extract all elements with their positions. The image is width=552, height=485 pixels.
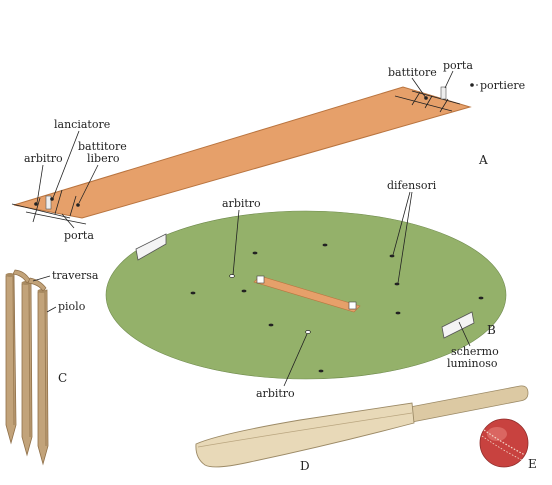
fielder-dot — [252, 251, 258, 255]
stump-shade — [28, 283, 31, 438]
leader-line — [397, 191, 413, 284]
bat-illustration — [195, 385, 529, 468]
fielder-dot — [389, 254, 395, 258]
panel-label-e: E — [528, 457, 537, 471]
field-illustration — [105, 191, 507, 387]
stump — [21, 281, 33, 457]
label-battitore-top: battitore — [388, 66, 437, 79]
field-wicket — [256, 275, 265, 284]
keeper-dot — [470, 83, 474, 87]
ball-seam — [481, 435, 523, 461]
label-porta-bottom: porta — [64, 229, 94, 242]
field-wicket — [348, 301, 357, 310]
bat-edge — [197, 412, 413, 448]
leader-line — [458, 321, 471, 347]
leader-line — [36, 164, 44, 204]
umpire-marker — [305, 330, 311, 334]
label-battitore-libero-1: battitore — [78, 140, 127, 153]
umpire-dot — [34, 202, 38, 206]
bowler-dot — [50, 197, 54, 201]
leader-line — [52, 130, 80, 199]
bat-blade — [195, 402, 415, 468]
sightscreen-right — [441, 311, 475, 339]
label-arbitro-field: arbitro — [222, 197, 261, 210]
crease-line — [32, 197, 41, 223]
crease-line — [69, 195, 77, 217]
leader-line — [392, 191, 411, 256]
stump — [5, 273, 17, 445]
leader-line — [283, 333, 308, 387]
bail — [12, 269, 31, 284]
leader-line — [61, 213, 75, 229]
panel-label-b: B — [487, 323, 496, 337]
pitch-illustration — [11, 70, 478, 229]
label-traversa: traversa — [52, 269, 99, 282]
fielder-dot — [322, 243, 328, 247]
fielder-dot — [241, 289, 247, 293]
nonstriker-dot — [76, 203, 80, 207]
label-piolo: piolo — [58, 300, 86, 313]
pitch-strip — [13, 86, 472, 219]
crease-line — [11, 203, 71, 219]
crease-line — [424, 95, 433, 109]
fielder-dot — [478, 296, 484, 300]
label-lanciatore: lanciatore — [54, 118, 110, 131]
leader-line — [444, 70, 454, 89]
sightscreen-left — [135, 233, 167, 261]
leader-line — [411, 77, 427, 99]
label-difensori: difensori — [387, 179, 437, 192]
leader-line — [232, 209, 240, 276]
label-schermo-1: schermo — [451, 345, 499, 358]
ball-illustration — [479, 418, 529, 468]
stump-shade — [44, 291, 47, 447]
fielder-dot — [318, 369, 324, 373]
wicket-bottom — [45, 195, 52, 210]
leader-line — [32, 275, 51, 282]
panel-label-d: D — [300, 459, 310, 473]
panel-label-c: C — [58, 371, 67, 385]
umpire-marker — [229, 274, 235, 278]
stump — [37, 289, 49, 466]
stump-shade — [12, 275, 15, 426]
crease-line — [54, 189, 63, 215]
label-schermo-2: luminoso — [447, 357, 498, 370]
label-battitore-libero-2: libero — [87, 152, 120, 165]
fielder-dot — [268, 323, 274, 327]
stumps-illustration — [5, 269, 57, 466]
label-portiere: portiere — [480, 79, 525, 92]
label-arbitro-bottom: arbitro — [256, 387, 295, 400]
ball-highlight — [487, 427, 507, 441]
crease-line — [411, 91, 421, 106]
ball-seam — [483, 429, 526, 456]
bat-handle — [409, 385, 529, 423]
crease-line — [411, 90, 461, 105]
label-porta-top: porta — [443, 59, 473, 72]
leader-line — [46, 306, 57, 313]
stump-top — [5, 273, 15, 277]
fielder-dot — [394, 282, 400, 286]
fielder-dot — [190, 291, 196, 295]
crease-line — [25, 211, 87, 225]
panel-label-a: A — [478, 153, 488, 167]
label-arbitro-left: arbitro — [24, 152, 63, 165]
leader-line — [78, 164, 99, 204]
fielder-dot — [395, 311, 401, 315]
wicket-top — [440, 86, 447, 100]
crease-line — [439, 98, 449, 113]
